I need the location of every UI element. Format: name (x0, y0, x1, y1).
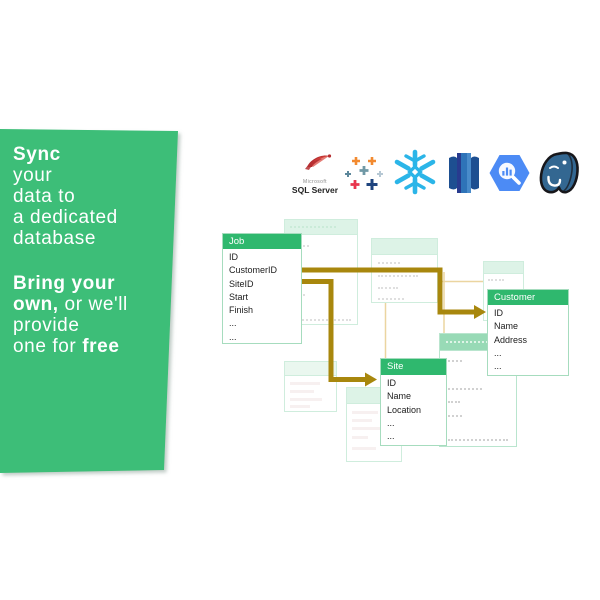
sqlserver-icon (305, 154, 332, 170)
table-row: ... (494, 347, 502, 358)
table-row: Finish (229, 305, 254, 316)
table-site: Site ID Name Location ... ... (380, 358, 447, 446)
placeholder-row (352, 411, 378, 414)
postgresql-icon (539, 151, 579, 194)
table-row: Address (494, 334, 528, 345)
table-row: ... (387, 431, 395, 442)
placeholder-row (290, 390, 314, 393)
sidebar-headline: Sync your data to a dedicated database B… (13, 144, 188, 357)
placeholder-row (290, 398, 322, 401)
table-row: ... (229, 331, 237, 342)
table-customer-title: Customer (488, 290, 568, 305)
table-row: ID (229, 252, 238, 262)
placeholder-row (291, 319, 351, 321)
placeholder-row (290, 382, 320, 385)
snowflake-icon (394, 149, 436, 195)
headline-line: your (13, 165, 53, 186)
headline-line: provide (13, 315, 80, 336)
snowflake-logo (390, 148, 440, 201)
tableau-icon (345, 157, 383, 190)
table-row: Location (387, 404, 422, 415)
tableau-logo (344, 154, 384, 199)
placeholder-row (448, 415, 462, 417)
table-job-title: Job (223, 234, 301, 249)
sidebar-shape (0, 129, 178, 473)
placeholder-row (378, 262, 400, 264)
table-row: ID (387, 378, 396, 388)
relation-arrow-job-customer (302, 267, 486, 319)
table-row: Start (229, 291, 249, 302)
table-row: ... (387, 417, 395, 428)
placeholder-row (448, 388, 482, 390)
placeholder-row (488, 279, 504, 281)
background-table (284, 361, 337, 412)
sqlserver-logo: Microsoft SQL Server (289, 151, 341, 195)
table-row: Name (387, 391, 412, 402)
placeholder-row (378, 287, 398, 289)
table-row: CustomerID (229, 265, 278, 276)
table-job: Job ID CustomerID SiteID Start Finish ..… (222, 233, 302, 344)
relation-arrow-job-site (302, 279, 377, 387)
headline-line: Bring your (13, 273, 116, 294)
placeholder-row (352, 436, 368, 439)
bigquery-logo (487, 151, 532, 200)
placeholder-row (352, 419, 372, 422)
table-site-title: Site (381, 359, 446, 375)
table-customer: Customer ID Name Address ... ... (487, 289, 569, 376)
headline-line: own, or we'll (13, 294, 128, 315)
placeholder-row (378, 298, 404, 300)
redshift-icon (449, 153, 479, 193)
placeholder-row (448, 360, 462, 362)
bigquery-icon (489, 155, 530, 191)
table-row: ... (229, 318, 237, 329)
placeholder-row (448, 401, 460, 403)
placeholder-row (352, 427, 382, 430)
placeholder-row (378, 275, 418, 277)
redshift-logo (445, 150, 483, 201)
postgresql-logo (536, 150, 581, 202)
headline-line: one for free (13, 336, 120, 357)
sqlserver-caption: Microsoft SQL Server (291, 179, 339, 195)
table-row: Name (494, 321, 519, 332)
headline-line: data to (13, 186, 76, 207)
placeholder-row (352, 447, 376, 450)
table-row: ID (494, 308, 503, 318)
headline-line: a dedicated (13, 207, 118, 228)
placeholder-row (448, 439, 508, 441)
placeholder-row (290, 405, 310, 408)
table-row: SiteID (229, 278, 254, 289)
headline-line: database (13, 228, 96, 249)
table-row: ... (494, 361, 502, 372)
headline-line: Sync (13, 144, 61, 165)
faint-connectors (384, 272, 483, 358)
